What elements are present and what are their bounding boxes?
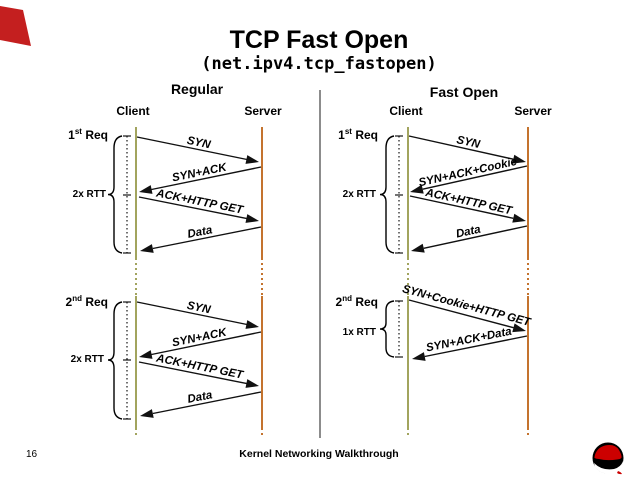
arrowhead xyxy=(512,213,526,223)
arrowhead xyxy=(245,214,259,223)
page-subtitle: (net.ipv4.tcp_fastopen) xyxy=(201,54,437,74)
message-label: SYN+Cookie+HTTP GET xyxy=(401,283,532,329)
message-label: SYN xyxy=(186,135,212,152)
fastopen-diagram-title: Fast Open xyxy=(429,84,499,100)
fastopen-req1-label: 1st Req xyxy=(310,127,378,142)
fastopen-req2-rtt-brace xyxy=(379,300,403,358)
req-number: 1 xyxy=(338,128,345,142)
regular-client-label: Client xyxy=(116,104,150,118)
message-label: SYN+ACK xyxy=(171,161,228,184)
message-label: ACK+HTTP GET xyxy=(154,352,245,381)
arrowhead xyxy=(245,379,259,388)
req-number: 2 xyxy=(335,295,343,309)
page-number: 16 xyxy=(26,449,38,460)
message-label: SYN+ACK+Data xyxy=(425,326,513,355)
message-label: SYN+ACK xyxy=(171,326,228,349)
regular-req2-rtt-label: 2x RTT xyxy=(70,354,104,365)
req-ordinal: st xyxy=(344,127,352,136)
req-ordinal: st xyxy=(74,127,82,136)
regular-server-label: Server xyxy=(244,104,282,118)
arrowhead xyxy=(245,155,259,164)
fastopen-server-label: Server xyxy=(514,104,552,118)
message-label: Data xyxy=(187,224,214,241)
logo-hat-crown xyxy=(598,446,619,452)
fastopen-req1-messages: SYN SYN+ACK+Cookie ACK+HTTP GET Data xyxy=(408,134,528,253)
arrowhead xyxy=(412,352,426,361)
fastopen-client-label: Client xyxy=(389,104,423,118)
arrowhead xyxy=(140,244,154,253)
arrowhead xyxy=(245,320,259,329)
regular-req2-rtt-brace xyxy=(107,301,131,420)
fastopen-req2-messages: SYN+Cookie+HTTP GET SYN+ACK+Data xyxy=(401,283,532,361)
regular-diagram-title: Regular xyxy=(170,81,224,97)
red-corner-shape xyxy=(0,6,31,46)
req-number: 1 xyxy=(68,128,75,142)
arrowhead xyxy=(411,243,425,253)
regular-req1-rtt-label: 2x RTT xyxy=(72,189,106,200)
footer-title: Kernel Networking Walkthrough xyxy=(239,448,399,460)
message-label: SYN xyxy=(186,300,212,317)
message-label: Data xyxy=(455,223,482,240)
regular-req1-messages: SYN SYN+ACK ACK+HTTP GET Data xyxy=(136,135,262,253)
req-word: Req xyxy=(81,295,108,309)
req-ordinal: nd xyxy=(72,294,82,303)
fastopen-req1-rtt-brace xyxy=(379,135,403,254)
arrowhead xyxy=(512,323,526,333)
arrowhead xyxy=(140,409,154,418)
message-label: SYN+ACK+Cookie xyxy=(418,156,519,190)
message-label: Data xyxy=(187,389,214,406)
logo-collar xyxy=(594,461,623,474)
arrowhead xyxy=(139,185,153,194)
regular-req2-messages: SYN SYN+ACK ACK+HTTP GET Data xyxy=(136,300,262,418)
red-corner-accent-icon xyxy=(0,6,31,46)
message-label: SYN xyxy=(455,134,481,151)
regular-req2-label: 2nd Req xyxy=(40,294,108,309)
fastopen-req1-rtt-label: 2x RTT xyxy=(342,189,376,200)
fastopen-req2-rtt-label: 1x RTT xyxy=(342,327,376,338)
arrowhead xyxy=(410,184,424,194)
fastopen-req2-label: 2nd Req xyxy=(310,294,378,309)
req-ordinal: nd xyxy=(342,294,352,303)
logo-mark xyxy=(617,471,622,475)
regular-req1-rtt-brace xyxy=(107,135,131,254)
req-word: Req xyxy=(81,128,108,142)
req-word: Req xyxy=(351,295,378,309)
req-word: Req xyxy=(351,128,378,142)
redhat-logo-icon xyxy=(592,442,624,475)
req-number: 2 xyxy=(65,295,73,309)
arrowhead xyxy=(512,154,526,164)
regular-req1-label: 1st Req xyxy=(40,127,108,142)
page-title: TCP Fast Open xyxy=(229,26,409,54)
arrowhead xyxy=(139,350,153,359)
message-label: ACK+HTTP GET xyxy=(154,187,245,216)
